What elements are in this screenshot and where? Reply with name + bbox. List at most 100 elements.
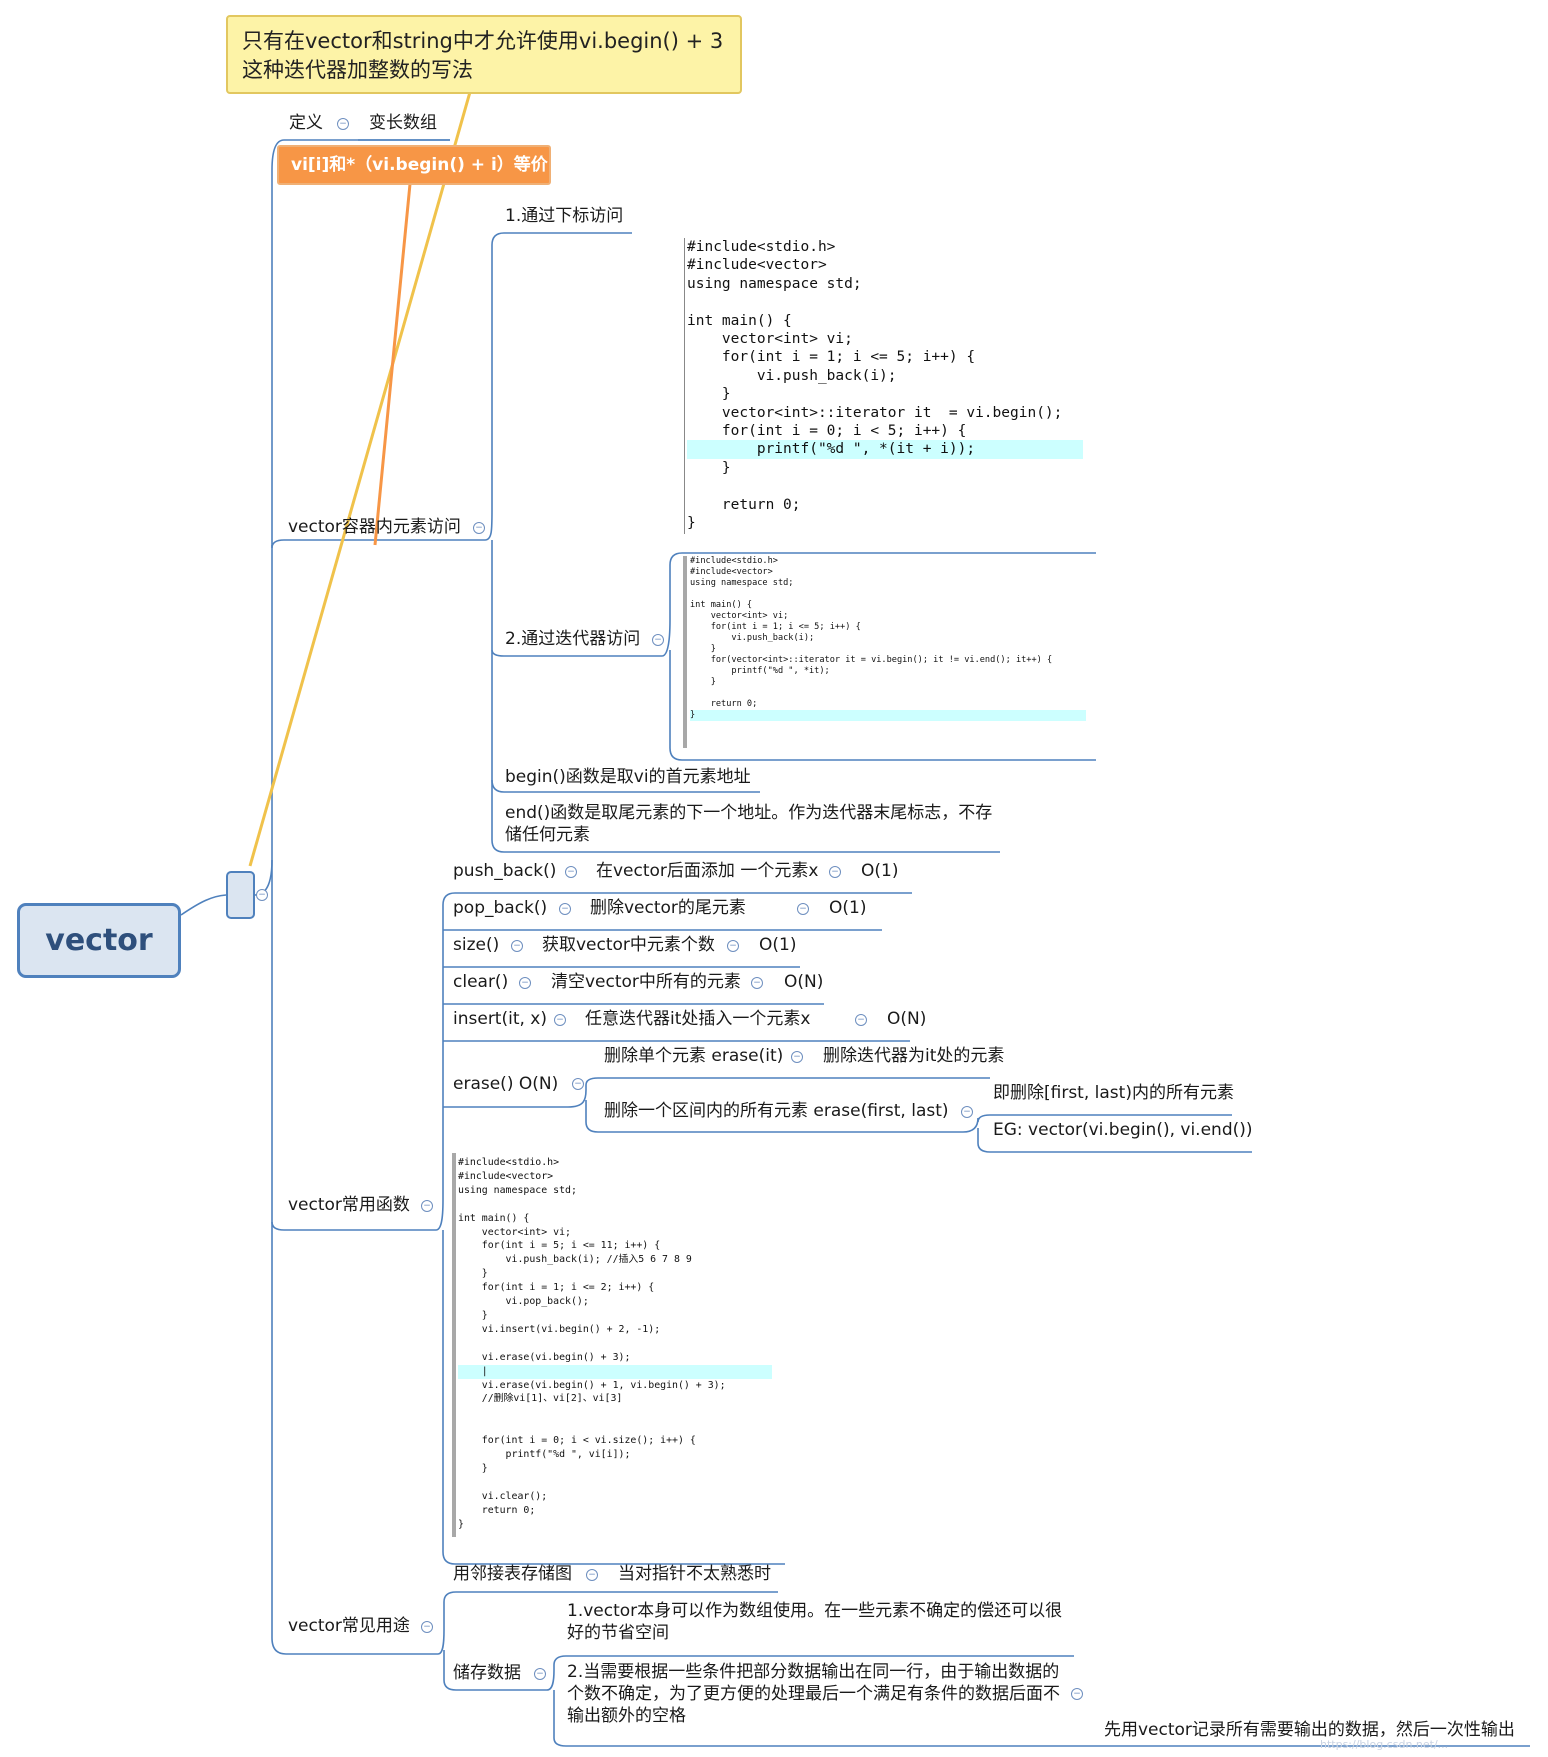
collapse-icon[interactable]: − (256, 889, 268, 901)
topic-insert[interactable]: insert(it, x) (453, 1009, 547, 1029)
code-line (690, 589, 1086, 600)
code-line (458, 1406, 772, 1420)
collapse-icon[interactable]: − (961, 1106, 973, 1118)
code-line: vi.erase(vi.begin() + 1, vi.begin() + 3)… (458, 1379, 726, 1391)
store-data-note-2[interactable]: 2.当需要根据一些条件把部分数据输出在同一行，由于输出数据的个数不确定，为了更方… (567, 1662, 1060, 1726)
watermark: https://blog.csdn.net/... (1320, 1738, 1449, 1751)
collapse-icon[interactable]: − (727, 940, 739, 952)
code-line: } (690, 644, 716, 654)
code-line: int main() { (687, 312, 792, 329)
collapse-icon[interactable]: − (586, 1569, 598, 1581)
erase-single-desc[interactable]: 删除迭代器为it处的元素 (823, 1046, 1005, 1066)
topic-erase[interactable]: erase() O(N) (453, 1074, 559, 1094)
push-back-complexity[interactable]: O(1) (861, 861, 899, 881)
collapse-icon[interactable]: − (421, 1621, 433, 1633)
topic-element-access[interactable]: vector容器内元素访问 (288, 517, 461, 537)
code-line: //删除vi[1]、vi[2]、vi[3] (458, 1393, 623, 1405)
code-line: vi.pop_back(); (458, 1296, 589, 1308)
topic-common-functions[interactable]: vector常用函数 (288, 1195, 410, 1215)
code-line: for(int i = 1; i <= 5; i++) { (690, 622, 861, 632)
topic-clear[interactable]: clear() (453, 972, 509, 992)
clear-complexity[interactable]: O(N) (784, 972, 824, 992)
clear-desc[interactable]: 清空vector中所有的元素 (551, 972, 741, 992)
size-complexity[interactable]: O(1) (759, 935, 797, 955)
collapse-icon[interactable]: − (829, 866, 841, 878)
topic-store-data[interactable]: 储存数据 (453, 1663, 521, 1683)
code-block: #include<stdio.h>#include<vector>using n… (687, 238, 1083, 533)
topic-access-by-index[interactable]: 1.通过下标访问 (505, 206, 624, 226)
collapse-icon[interactable]: − (337, 118, 349, 130)
topic-common-uses[interactable]: vector常见用途 (288, 1616, 410, 1636)
code-line (687, 293, 1083, 311)
topic-definition[interactable]: 定义 (289, 113, 323, 133)
code-line: return 0; (690, 699, 758, 709)
code-line: using namespace std; (458, 1184, 577, 1196)
topic-access-by-iterator[interactable]: 2.通过迭代器访问 (505, 629, 641, 649)
adjacency-desc[interactable]: 当对指针不太熟悉时 (618, 1564, 771, 1584)
topic-push-back[interactable]: push_back() (453, 861, 557, 881)
code-line: } (458, 1268, 488, 1280)
collapse-icon[interactable]: − (511, 940, 523, 952)
code-line: #include<stdio.h> (687, 239, 836, 255)
pop-back-complexity[interactable]: O(1) (829, 898, 867, 918)
code-line: #include<vector> (690, 567, 773, 577)
collapse-icon[interactable]: − (554, 1014, 566, 1026)
code-line (690, 688, 1086, 699)
code-line: printf("%d ", *it); (690, 666, 830, 676)
code-line: | (458, 1364, 772, 1379)
store-data-note-2-desc[interactable]: 先用vector记录所有需要输出的数据，然后一次性输出 (1104, 1720, 1515, 1740)
erase-range-desc-2[interactable]: EG: vector(vi.begin(), vi.end()) (993, 1120, 1253, 1140)
erase-range[interactable]: 删除一个区间内的所有元素 erase(first, last) (604, 1101, 949, 1121)
collapse-icon[interactable]: − (572, 1078, 584, 1090)
code-image-functions-demo: #include<stdio.h>#include<vector>using n… (452, 1153, 774, 1537)
collapse-icon[interactable]: − (791, 1051, 803, 1063)
topic-adjacency-list[interactable]: 用邻接表存储图 (453, 1564, 572, 1584)
code-line: return 0; (458, 1504, 536, 1516)
collapse-icon[interactable]: − (559, 903, 571, 915)
collapse-icon[interactable]: − (565, 866, 577, 878)
code-line: vector<int>::iterator it = vi.begin(); (687, 404, 1063, 421)
topic-variable-array[interactable]: 变长数组 (369, 113, 437, 133)
topic-size[interactable]: size() (453, 935, 500, 955)
collapse-icon[interactable]: − (534, 1668, 546, 1680)
code-line: for(int i = 1; i <= 5; i++) { (687, 349, 976, 366)
pop-back-desc[interactable]: 删除vector的尾元素 (590, 898, 746, 918)
code-line: for(int i = 0; i < vi.size(); i++) { (458, 1435, 696, 1447)
erase-range-desc-1[interactable]: 即删除[first, last)内的所有元素 (993, 1083, 1234, 1103)
code-line: } (690, 677, 716, 687)
code-line: } (687, 386, 731, 403)
code-line: for(int i = 1; i <= 2; i++) { (458, 1282, 655, 1294)
summary-hub[interactable] (226, 871, 255, 919)
code-line: for(vector<int>::iterator it = vi.begin(… (690, 655, 1053, 665)
code-line: using namespace std; (690, 578, 794, 588)
topic-begin-note[interactable]: begin()函数是取vi的首元素地址 (505, 767, 751, 787)
erase-single[interactable]: 删除单个元素 erase(it) (604, 1046, 784, 1066)
code-line: vi.push_back(i); (690, 633, 815, 643)
insert-desc[interactable]: 任意迭代器it处插入一个元素x (585, 1009, 811, 1029)
collapse-icon[interactable]: − (421, 1200, 433, 1212)
collapse-icon[interactable]: − (1071, 1688, 1083, 1700)
code-line: for(int i = 5; i <= 11; i++) { (458, 1240, 661, 1252)
collapse-icon[interactable]: − (797, 903, 809, 915)
collapse-icon[interactable]: − (855, 1014, 867, 1026)
size-desc[interactable]: 获取vector中元素个数 (542, 935, 715, 955)
collapse-icon[interactable]: − (751, 977, 763, 989)
code-line: } (687, 515, 696, 532)
push-back-desc[interactable]: 在vector后面添加 一个元素x (596, 861, 819, 881)
code-line: vi.push_back(i); (687, 367, 897, 384)
collapse-icon[interactable]: − (473, 522, 485, 534)
root-topic-vector[interactable]: vector (17, 903, 181, 978)
insert-complexity[interactable]: O(N) (887, 1009, 927, 1029)
code-line: } (458, 1309, 488, 1321)
code-line: } (458, 1462, 488, 1474)
collapse-icon[interactable]: − (519, 977, 531, 989)
code-line: vector<int> vi; (458, 1226, 571, 1238)
code-line: } (458, 1518, 464, 1530)
topic-pop-back[interactable]: pop_back() (453, 898, 548, 918)
code-line: vi.erase(vi.begin() + 3); (458, 1351, 631, 1363)
collapse-icon[interactable]: − (652, 634, 664, 646)
topic-end-note[interactable]: end()函数是取尾元素的下一个地址。作为迭代器末尾标志，不存储任何元素 (505, 803, 993, 845)
store-data-note-1[interactable]: 1.vector本身可以作为数组使用。在一些元素不确定的偿还可以很好的节省空间 (567, 1601, 1063, 1643)
code-image-index-access: #include<stdio.h>#include<vector>using n… (684, 238, 1085, 534)
